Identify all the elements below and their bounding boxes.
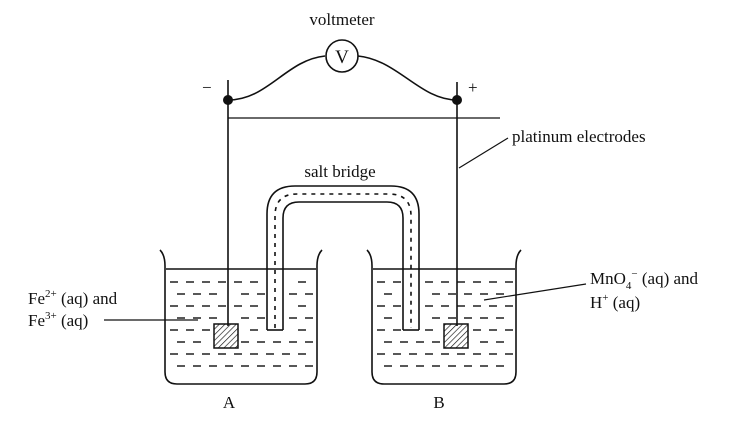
left-solution-line-2: Fe3+ (aq)	[28, 310, 88, 330]
voltmeter-wire	[227, 55, 458, 101]
voltmeter-icon: V	[325, 39, 359, 73]
voltmeter-label: voltmeter	[309, 10, 374, 29]
salt-bridge-label: salt bridge	[304, 162, 375, 181]
negative-sign: −	[202, 78, 212, 97]
beaker-b	[366, 249, 522, 385]
platinum-electrodes-leader	[458, 137, 509, 169]
salt-bridge	[266, 185, 420, 331]
right-solution-leader	[483, 283, 587, 301]
right-solution-line-1: MnO4− (aq) and	[590, 268, 699, 292]
positive-sign: +	[468, 78, 478, 97]
beaker-b-label: B	[433, 393, 444, 412]
solution-a	[166, 268, 316, 367]
voltmeter-symbol: V	[335, 47, 349, 68]
left-solution-line-1: Fe2+ (aq) and	[28, 288, 118, 308]
left-electrode-plate	[213, 323, 239, 349]
beaker-a-label: A	[223, 393, 236, 412]
solution-b	[373, 268, 515, 367]
beaker-a	[159, 249, 323, 385]
right-electrode-plate	[443, 323, 469, 349]
platinum-electrodes-label: platinum electrodes	[512, 127, 646, 146]
right-solution-line-2: H+ (aq)	[590, 292, 640, 312]
